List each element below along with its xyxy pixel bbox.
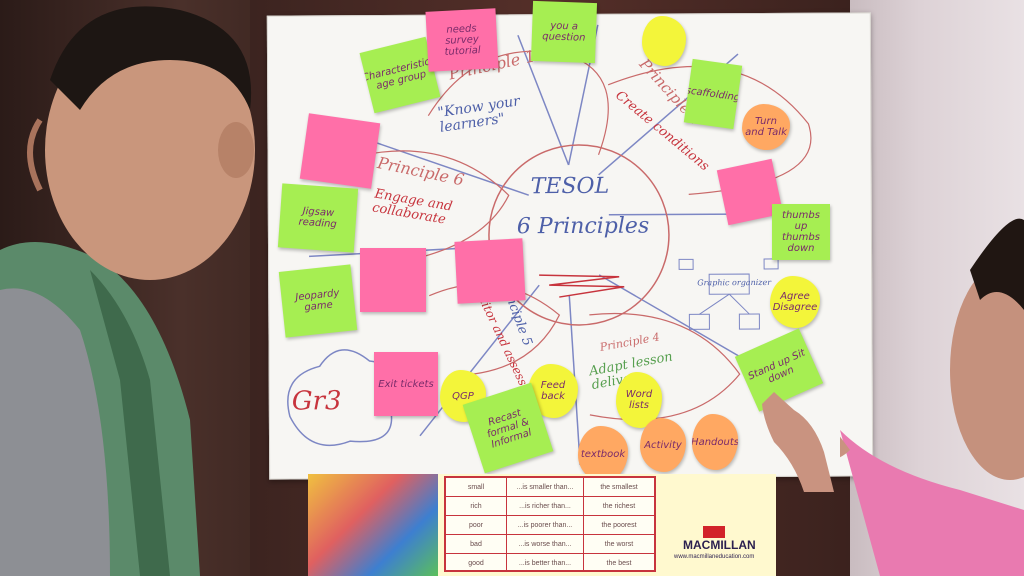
table-cell: the poorest — [601, 521, 637, 529]
graphic-organizer-doodle — [678, 258, 779, 330]
table-row: good ...is better than... the best — [446, 554, 654, 572]
table-cell: ...is poorer than... — [507, 516, 584, 534]
table-cell: the richest — [602, 502, 636, 510]
center-title-line1: TESOL — [530, 173, 610, 200]
center-title-line2: 6 Principles — [516, 213, 650, 240]
sticky-note-turn-talk: Turn and Talk — [742, 104, 790, 150]
sticky-note-pink-left — [299, 113, 381, 189]
table-cell: rich — [446, 497, 507, 515]
table-row: small ...is smaller than... the smallest — [446, 478, 654, 497]
sticky-note-thumbs: thumbs up thumbs down — [772, 204, 830, 260]
title-scribble — [539, 274, 625, 298]
sticky-note-activity: Activity — [640, 418, 686, 472]
sticky-note-word-lists: Word lists — [616, 372, 662, 428]
table-cell: the worst — [604, 540, 634, 548]
graphic-organizer-label: Graphic organizer — [697, 277, 772, 288]
comparatives-table: small ...is smaller than... the smallest… — [444, 476, 656, 572]
table-row: rich ...is richer than... the richest — [446, 497, 654, 516]
sticky-note-handouts: Handouts — [692, 414, 738, 470]
sticky-note-needs-survey: needs survey tutorial — [425, 8, 499, 72]
comparatives-poster: small ...is smaller than... the smallest… — [308, 474, 776, 576]
brand-name: MACMILLAN — [683, 538, 756, 552]
man-figure — [0, 6, 255, 576]
pointing-hand — [762, 392, 834, 492]
sticky-note-textbook: textbook — [578, 426, 628, 482]
woman-figure — [840, 218, 1024, 576]
table-cell: ...is smaller than... — [507, 478, 584, 496]
table-cell: ...is better than... — [507, 554, 584, 572]
sticky-note-agree: Agree Disagree — [770, 276, 820, 328]
table-cell: poor — [446, 516, 507, 534]
table-cell: ...is worse than... — [507, 535, 584, 553]
sticky-note-scaffolding: scaffolding — [683, 58, 743, 130]
sticky-note-exit-tickets: Exit tickets — [374, 352, 438, 416]
brand-url: www.macmillaneducation.com — [674, 554, 755, 560]
table-row: poor ...is poorer than... the poorest — [446, 516, 654, 535]
table-row: bad ...is worse than... the worst — [446, 535, 654, 554]
sticky-note-pink-middle-left — [360, 248, 426, 312]
table-cell: the best — [606, 559, 632, 567]
table-cell: small — [446, 478, 507, 496]
sticky-note-pink-middle — [454, 238, 526, 304]
table-cell: good — [446, 554, 507, 572]
sticky-note-yellow-top — [642, 16, 686, 66]
macmillan-logo-icon — [703, 526, 725, 538]
sign-decoration — [308, 474, 438, 576]
table-cell: bad — [446, 535, 507, 553]
sticky-note-you-a-question: you a question — [530, 0, 598, 64]
table-cell: the smallest — [600, 483, 638, 491]
table-cell: ...is richer than... — [507, 497, 584, 515]
central-circle — [488, 144, 670, 326]
